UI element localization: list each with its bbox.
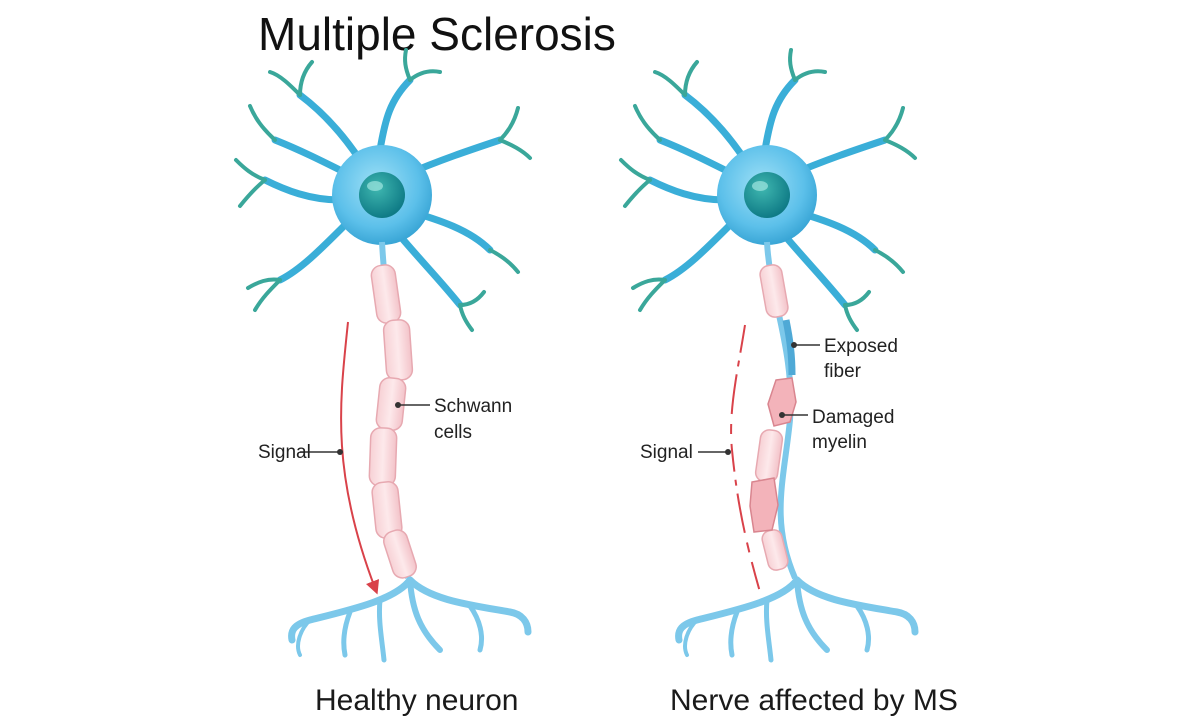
- ms-signal-broken: [730, 324, 761, 593]
- healthy-signal-dot: [337, 449, 343, 455]
- schwann-label-line1: Schwann: [434, 396, 512, 417]
- healthy-nucleus: [359, 172, 405, 218]
- exposed-fiber-label-line1: Exposed: [824, 336, 898, 357]
- healthy-neuron: Signal Schwann cells Healthy neuron: [234, 48, 532, 717]
- ms-damaged-myelin: [749, 377, 797, 533]
- ms-signal-dot: [725, 449, 731, 455]
- schwann-label-line2: cells: [434, 422, 472, 443]
- exposed-fiber-label-line2: fiber: [824, 361, 862, 382]
- ms-intact-myelin: [754, 264, 789, 571]
- healthy-signal-label: Signal: [258, 442, 311, 463]
- ms-axon-terminals: [675, 576, 919, 663]
- ms-nucleus: [744, 172, 790, 218]
- ms-neuron: Signal Exposed fiber Damaged myelin Nerv…: [619, 48, 958, 717]
- ms-signal-label: Signal: [640, 442, 693, 463]
- diagram-title: Multiple Sclerosis: [258, 8, 616, 60]
- healthy-signal-arrow: [340, 321, 380, 595]
- healthy-axon-terminals: [288, 576, 532, 663]
- exposed-fiber-dot: [791, 342, 797, 348]
- healthy-nucleus-highlight: [367, 181, 383, 191]
- healthy-caption: Healthy neuron: [315, 684, 518, 717]
- ms-exposed-fiber: [782, 319, 796, 376]
- damaged-myelin-dot: [779, 412, 785, 418]
- schwann-dot: [395, 402, 401, 408]
- healthy-myelin-sheath: [368, 264, 417, 579]
- damaged-myelin-label-line1: Damaged: [812, 407, 894, 428]
- damaged-myelin-label-line2: myelin: [812, 432, 867, 453]
- ms-caption: Nerve affected by MS: [670, 684, 958, 717]
- ms-nucleus-highlight: [752, 181, 768, 191]
